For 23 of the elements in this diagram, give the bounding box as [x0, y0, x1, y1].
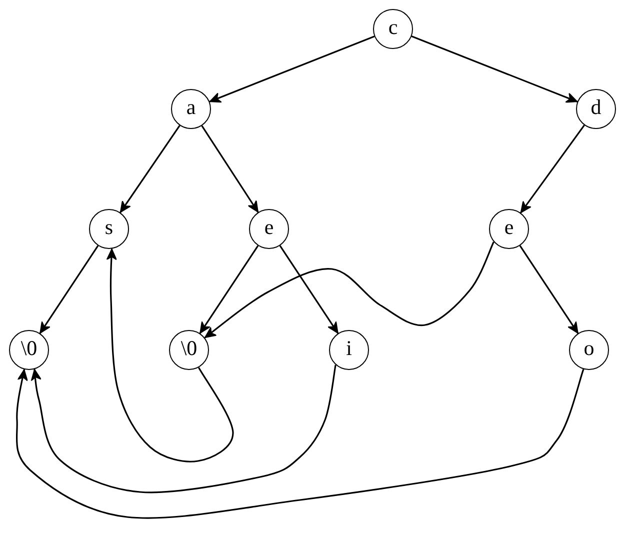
- tree-node: e: [489, 209, 529, 249]
- arrow: [209, 36, 375, 103]
- tree-node: \0: [9, 330, 49, 370]
- arrow: [30, 364, 336, 494]
- arrow: [106, 248, 234, 462]
- arrow: [201, 125, 259, 213]
- arrow: [120, 125, 180, 213]
- arrow: [279, 245, 339, 334]
- arrow: [204, 242, 494, 338]
- tree-node: \0: [169, 330, 209, 370]
- tree-node: d: [576, 89, 616, 129]
- arrow: [411, 36, 578, 103]
- tree-node: s: [89, 209, 129, 249]
- tree-node: c: [373, 9, 413, 49]
- arrow: [519, 245, 579, 334]
- arrow: [16, 368, 584, 519]
- arrow: [199, 245, 259, 334]
- tree-node: a: [171, 89, 211, 129]
- arrow: [520, 124, 585, 214]
- tree-node: e: [249, 209, 289, 249]
- tree-node: i: [329, 330, 369, 370]
- arrow: [39, 245, 99, 334]
- tree-node: o: [569, 330, 609, 370]
